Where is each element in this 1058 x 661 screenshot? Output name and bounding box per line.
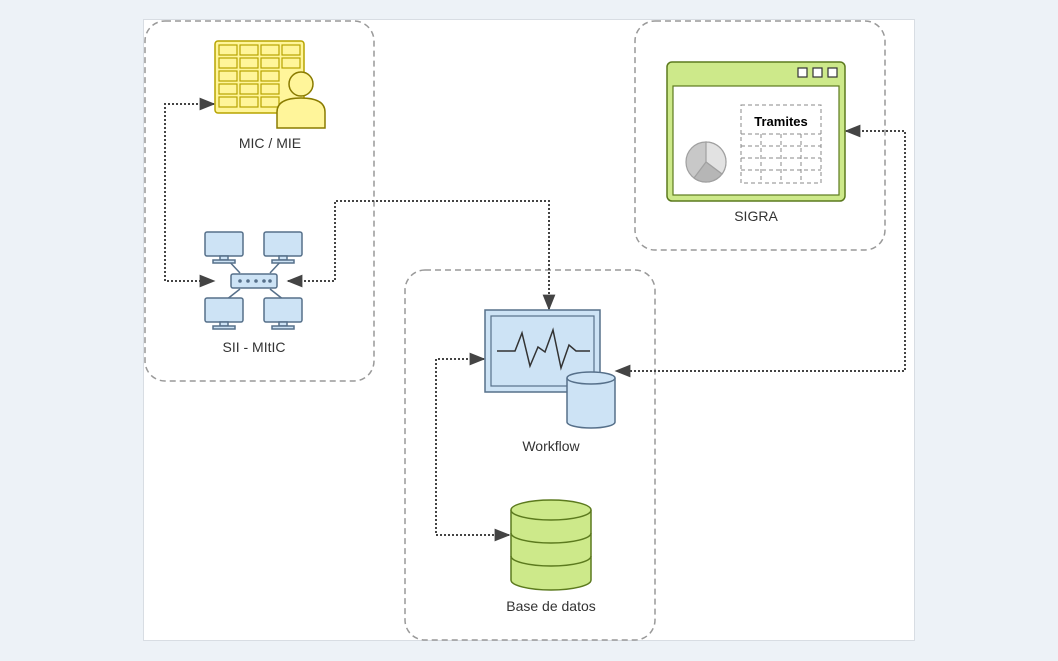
pie-chart-icon <box>685 141 727 183</box>
node-label-database: Base de datos <box>506 598 596 614</box>
monitor-server-icon <box>484 309 616 429</box>
spreadsheet-user-icon <box>214 40 326 129</box>
network-computers-icon <box>204 231 303 330</box>
connector-workflow-database <box>435 352 511 542</box>
group-workflow <box>404 269 656 641</box>
table-icon <box>740 104 822 184</box>
connector-mic-sii <box>164 97 216 288</box>
browser-window-icon <box>666 61 846 202</box>
connector-sigra-workflow <box>614 124 906 378</box>
node-label-sigra: SIGRA <box>734 208 778 224</box>
group-sigra <box>634 20 886 251</box>
node-label-mic: MIC / MIE <box>238 135 302 151</box>
sigra-panel-title: Tramites <box>754 114 808 129</box>
database-icon <box>510 499 592 591</box>
node-label-workflow: Workflow <box>522 438 580 454</box>
node-label-sii: SII - MItIC <box>222 339 286 355</box>
connector-sii-workflow <box>286 200 556 311</box>
